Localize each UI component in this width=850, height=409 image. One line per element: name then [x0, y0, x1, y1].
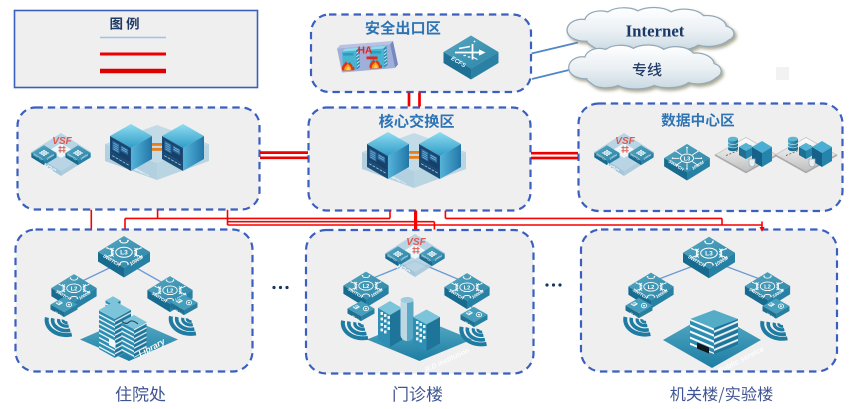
svg-text:Internet: Internet	[626, 22, 685, 41]
